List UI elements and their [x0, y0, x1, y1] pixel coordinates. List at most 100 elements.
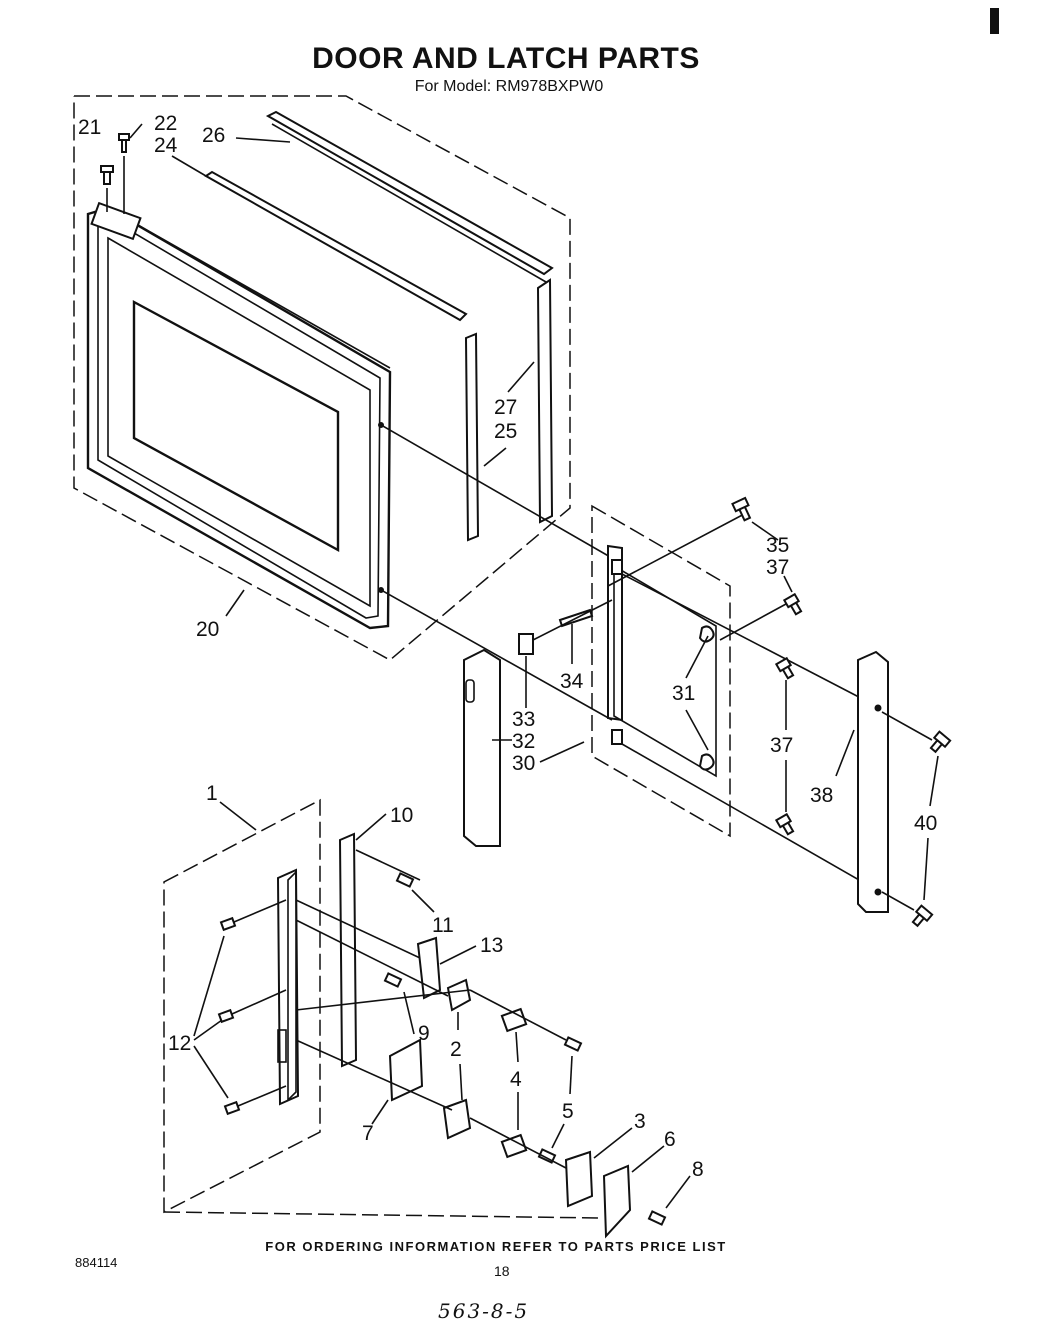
actuator-2-top [446, 978, 472, 1012]
callout-26: 26 [202, 124, 225, 147]
arrow-24 [171, 155, 207, 177]
arrow-1 [219, 801, 257, 831]
line-screw-12-top [233, 899, 287, 923]
switch-4-top [500, 1007, 528, 1033]
proj-line-5 [469, 989, 567, 1041]
screw-21 [100, 165, 114, 185]
callout-3: 3 [634, 1110, 646, 1133]
callout-22: 22 [154, 112, 177, 135]
screw-12-mid [217, 1008, 235, 1024]
arrow-31-down [685, 709, 709, 751]
callout-10: 10 [390, 804, 413, 827]
arrow-13 [439, 945, 477, 965]
arrow-22 [129, 123, 143, 139]
arrow-30 [539, 741, 585, 763]
door-handle-slot [465, 679, 475, 703]
callout-32: 32 [512, 730, 535, 753]
arrow-12-mid [193, 1019, 223, 1041]
handwritten-note: 563-8-5 [438, 1299, 530, 1323]
leader-latch-33 [532, 599, 613, 641]
arrow-31-up [685, 635, 709, 679]
callout-33: 33 [512, 708, 535, 731]
arrow-3 [593, 1127, 633, 1159]
bracket-slot [277, 1029, 287, 1063]
gasket-strip-24 [204, 170, 468, 322]
model-subtitle: For Model: RM978BXPW0 [414, 78, 604, 95]
screw-9 [383, 972, 403, 988]
proj-line-1 [295, 899, 421, 959]
arrow-2-down [459, 1063, 463, 1101]
line-screw-12-mid [231, 989, 287, 1015]
bracket-plate-edge [287, 870, 297, 1102]
callout-12: 12 [168, 1032, 191, 1055]
screw-40-top [929, 730, 952, 754]
door-top-edge [107, 207, 391, 369]
latch-plate-tab-bottom [611, 729, 623, 745]
callout-40: 40 [914, 812, 937, 835]
lever-10 [338, 832, 358, 1068]
screw-12-top [219, 916, 237, 932]
screw-11 [395, 872, 415, 888]
callout-20: 20 [196, 618, 219, 641]
arrow-7 [371, 1099, 389, 1125]
line-plate-handle-top [621, 573, 881, 709]
proj-line-7 [355, 849, 421, 881]
handle-hole-top [874, 704, 882, 712]
callout-9: 9 [418, 1022, 430, 1045]
callout-11: 11 [432, 914, 454, 937]
corner-mark [990, 8, 999, 34]
screw-35 [731, 496, 752, 522]
arrow-8 [665, 1175, 691, 1209]
arrow-40-down [923, 837, 929, 901]
callout-37-upper: 37 [766, 556, 789, 579]
arrow-11 [411, 889, 435, 913]
callout-37-lower: 37 [770, 734, 793, 757]
line-plate-handle-bottom [621, 743, 881, 893]
arrow-40-up [929, 755, 939, 807]
door-group-outline [73, 95, 571, 661]
arrow-5-down [551, 1123, 565, 1149]
latch-group-outline [591, 504, 731, 838]
callout-labels: 21 22 24 26 27 25 20 35 37 34 31 33 32 3… [78, 112, 937, 1181]
switch-4-bottom [500, 1133, 528, 1159]
spring-31-lower [698, 753, 715, 771]
arrow-20 [225, 589, 245, 617]
choke-strip-26 [265, 110, 554, 276]
screw-37-mid [774, 656, 795, 680]
screw-22 [118, 133, 130, 153]
page-number: 18 [494, 1263, 510, 1279]
handle-cover-38 [857, 650, 889, 913]
arrow-38 [835, 729, 855, 777]
arrow-5-up [569, 1055, 573, 1095]
interlock-group-outline-bottom [163, 1211, 601, 1219]
line-screw-40-top [881, 711, 933, 741]
callout-2: 2 [450, 1038, 462, 1061]
callout-13: 13 [480, 934, 503, 957]
callout-35: 35 [766, 534, 789, 557]
latch-plate-group [518, 496, 881, 893]
line-screw-12-bottom [237, 1085, 287, 1107]
spring-31-upper [698, 625, 715, 643]
plate-7 [388, 1038, 424, 1102]
line-screw-35 [607, 511, 749, 587]
callout-24: 24 [154, 134, 178, 157]
gasket-strip-25 [464, 332, 480, 542]
screw-37-top [782, 592, 803, 616]
arrow-9 [403, 991, 415, 1035]
document-code: 884114 [75, 1255, 118, 1270]
callout-34: 34 [560, 670, 584, 693]
arrow-27 [507, 361, 535, 393]
arrow-12-bottom [193, 1045, 229, 1099]
callout-8: 8 [692, 1158, 704, 1181]
ordering-info-note: FOR ORDERING INFORMATION REFER TO PARTS … [265, 1239, 727, 1254]
interlock-group [163, 798, 667, 1239]
leader-arrows [129, 123, 939, 1209]
callout-6: 6 [664, 1128, 676, 1151]
callout-30: 30 [512, 752, 535, 775]
switch-bracket-13 [416, 936, 442, 1000]
screw-8 [647, 1210, 667, 1226]
door-assembly-group [73, 95, 613, 721]
proj-line-3 [295, 989, 471, 1011]
latch-plate-tab-top [611, 559, 623, 575]
